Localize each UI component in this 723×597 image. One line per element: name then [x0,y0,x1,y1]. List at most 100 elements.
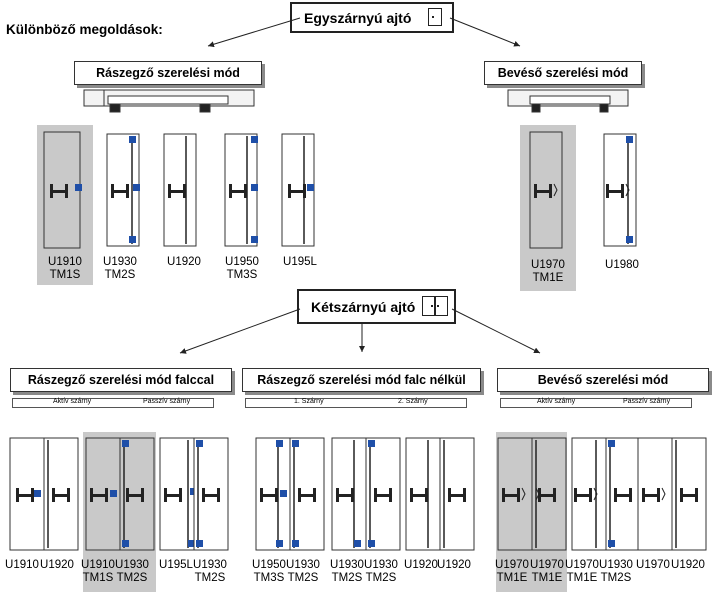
double-label-17: U1920 [670,559,706,572]
strip-rebate: Aktív szárny Passzív szárny [12,398,214,408]
double-label-4: U195L [158,559,194,572]
strip-rebate-left: Aktív szárny [53,398,92,405]
label-line1: U1910 [5,559,39,571]
dbl-u1920-u1920-b [439,437,475,551]
door-u1930-stop-2 [133,184,140,191]
door-u1910-handle-b [65,184,68,198]
strip-norebate: 1. Szárny 2. Szárny [245,398,467,408]
dbl-u1970-u1920-a-mortise [661,487,666,501]
label-u195l: U195L [280,256,320,269]
dbl-tm1s-tm2s-b-stop-0 [122,440,129,447]
dbl-u1920-u1920-b-handle-b [463,488,466,502]
strip-norebate-right: 2. Szárny [398,398,428,405]
door-u1930-handle-b [126,184,129,198]
dbl-tm2s-tm2s-a-handle-b [351,488,354,502]
dbl-u195l-tm2s-a-stop-1 [188,540,195,547]
dbl-tm1s-tm2s-b-handle-b [141,488,144,502]
door-u1950-stop-0 [251,136,258,143]
dbl-tm2s-tm2s-a-handle-bar [336,494,354,497]
label-u1980: U1980 [602,259,642,272]
label-line2: TM1E [532,272,564,284]
dbl-tm3s-tm2s-b-handle-bar [298,494,316,497]
section-header-mortise-double: Bevéső szerelési mód [497,368,709,392]
label-u1970-tm1e: U1970 TM1E [528,259,568,285]
dbl-tm1e-tm2s-b-stop-1 [608,540,615,547]
dbl-u1910-u1920-b-handle-bar [52,494,70,497]
door-u195l-stop-0 [307,184,314,191]
dbl-tm2s-tm2s-b-stop-1 [368,540,375,547]
label-line1: U1980 [605,259,639,271]
door-u1920-handle-b [183,184,186,198]
label-line2: TM1E [566,572,598,584]
strip-mortise-left: Aktív szárny [537,398,576,405]
dbl-tm1e-tm1e-a-mortise [521,487,526,501]
arrow-to-mortise-double [451,308,541,354]
door-u1980-stop-0 [626,136,633,143]
double-door-header: Kétszárnyú ajtó [297,289,456,324]
double-label-16: U1970 [635,559,671,572]
label-line1: U1920 [167,256,201,268]
dbl-u195l-tm2s-b-stop-1 [196,540,203,547]
dbl-tm3s-tm2s-a-stop-2 [280,490,287,497]
dbl-tm1e-tm2s-b-handle-bar [614,494,632,497]
dbl-u195l-tm2s-b-handle-b [217,488,220,502]
strip-mortise-right: Passzív szárny [623,398,671,405]
door-u1930-stop-0 [129,136,136,143]
frame-sketch-surface-single [83,89,255,113]
door-u1920-handle-bar [168,190,186,193]
door-u1950-handle-b [244,184,247,198]
door-u1970-mortise [553,183,558,197]
double-label-11: U1920 [436,559,472,572]
label-line1: U1930 [330,559,364,571]
double-label-1: U1920 [39,559,75,572]
label-line2: TM2S [600,572,632,584]
label-line1: U1950 [252,559,286,571]
dbl-tm1e-tm2s-a-handle-b [589,488,592,502]
door-u1930-handle-bar [111,190,129,193]
dbl-tm1e-tm1e-b-handle-bar [538,494,556,497]
door-u1970-handle-b [549,184,552,198]
dbl-tm1e-tm2s-b-handle-b [629,488,632,502]
single-door-title: Egyszárnyú ajtó [304,9,412,26]
frame-sketch-mortise-single [507,89,629,113]
dbl-u1920-u1920-a-handle-bar [410,494,428,497]
label-line1: U1930 [599,559,633,571]
dbl-tm1s-tm2s-a-stop-0 [110,490,117,497]
dbl-u1920-u1920-a-handle-b [425,488,428,502]
single-door-icon [428,8,442,26]
double-door-icon [422,296,448,316]
arrow-to-rebate [179,308,301,354]
dbl-tm1e-tm1e-b-handle-b [553,488,556,502]
dbl-tm1e-tm2s-a-handle-bar [574,494,592,497]
door-u1980-mortise [625,183,630,197]
label-line2: TM1E [496,572,528,584]
label-line1: U195L [159,559,193,571]
dbl-tm1s-tm2s-a-handle-b [105,488,108,502]
dbl-tm2s-tm2s-b-stop-0 [368,440,375,447]
dbl-tm1s-tm2s-b-stop-1 [122,540,129,547]
label-line1: U1920 [671,559,705,571]
dbl-tm1e-tm1e-b-mortise [535,487,540,501]
dbl-u195l-tm2s-a-handle-b [179,488,182,502]
label-line1: U1920 [404,559,438,571]
strip-rebate-right: Passzív szárny [143,398,191,405]
dbl-u1910-u1920-b-handle-b [67,488,70,502]
label-line1: U1930 [193,559,227,571]
strip-mortise: Aktív szárny Passzív szárny [500,398,692,408]
dbl-tm3s-tm2s-a-handle-b [275,488,278,502]
dbl-u1910-u1920-a-stop-0 [34,490,41,497]
dbl-tm1e-tm1e-a-handle-b [517,488,520,502]
label-u1950-tm3s: U1950 TM3S [222,256,262,282]
label-u1930-tm2s: U1930 TM2S [100,256,140,282]
door-u1910-stop-0 [75,184,82,191]
dbl-u195l-tm2s-b-stop-0 [196,440,203,447]
label-line2: TM2S [331,572,363,584]
